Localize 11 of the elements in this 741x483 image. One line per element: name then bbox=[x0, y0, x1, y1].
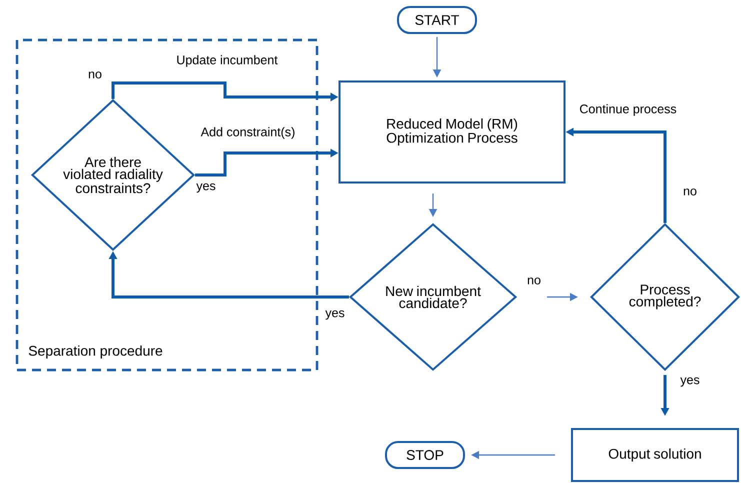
terminal-box: START bbox=[397, 6, 477, 34]
edge-label: Update incumbent bbox=[175, 54, 279, 68]
branch-label: no bbox=[528, 278, 540, 284]
process-box: Output solution bbox=[571, 428, 739, 482]
branch-label: no bbox=[88, 72, 102, 78]
edge-label: Add constraint(s) bbox=[200, 126, 296, 140]
branch-label: yes bbox=[196, 183, 216, 193]
terminal-box: STOP bbox=[385, 441, 465, 469]
edge-label: Continue process bbox=[578, 103, 678, 117]
process-box: Reduced Model (RM) Optimization Process bbox=[338, 80, 566, 184]
branch-label: no bbox=[684, 188, 696, 196]
